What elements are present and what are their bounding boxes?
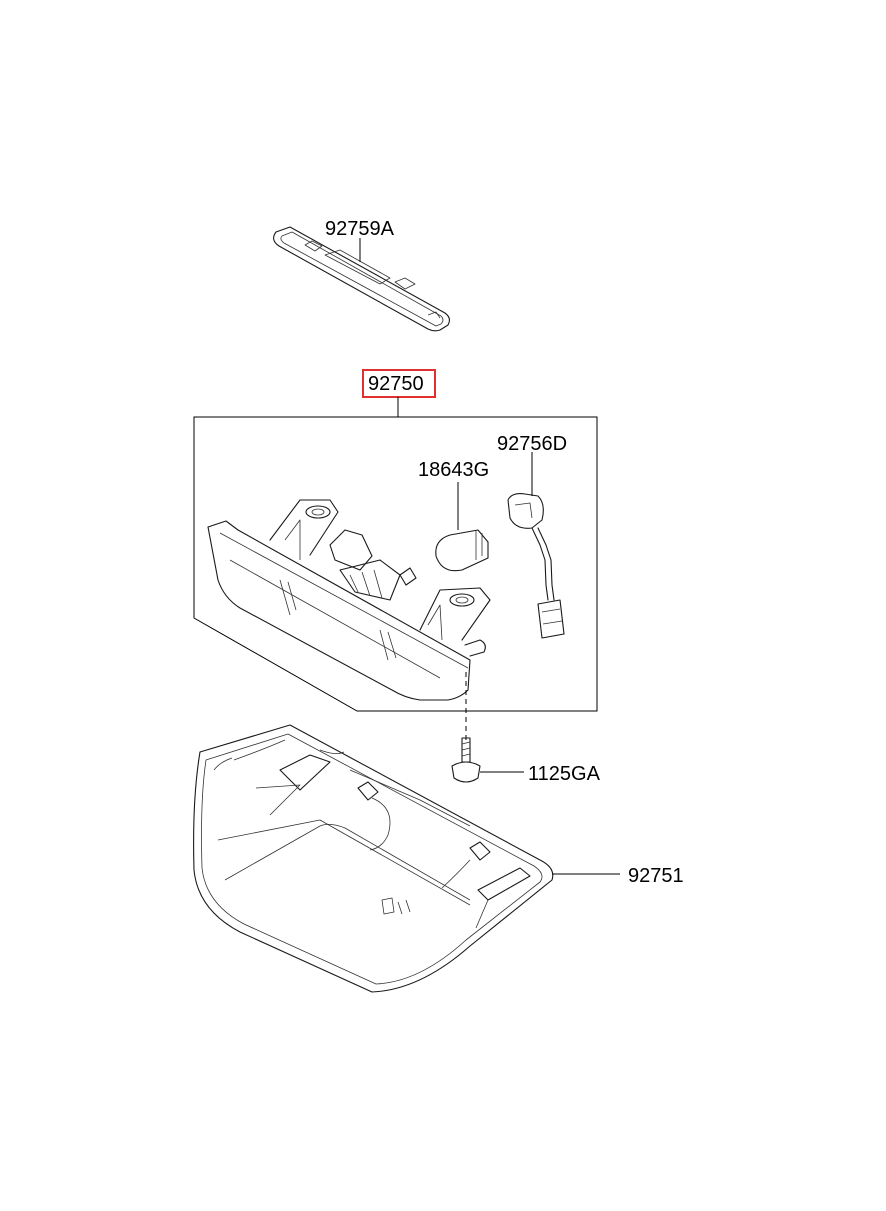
label-92750[interactable]: 92750 [368,373,424,395]
label-92756D[interactable]: 92756D [497,433,567,455]
label-92751[interactable]: 92751 [628,865,684,887]
highlight-box-92750 [362,369,436,398]
cover-92751[interactable] [193,724,554,993]
assembly-frame [193,416,598,712]
screw-1125GA[interactable] [451,737,481,783]
label-1125GA[interactable]: 1125GA [528,763,601,785]
label-18643G[interactable]: 18643G [418,459,489,481]
lamp-housing[interactable] [207,499,491,701]
gasket-strip-92759A[interactable] [273,226,451,332]
socket-wiring-92756D[interactable] [507,493,565,639]
bulb-18643G[interactable] [435,529,489,572]
label-92759A[interactable]: 92759A [325,218,395,240]
